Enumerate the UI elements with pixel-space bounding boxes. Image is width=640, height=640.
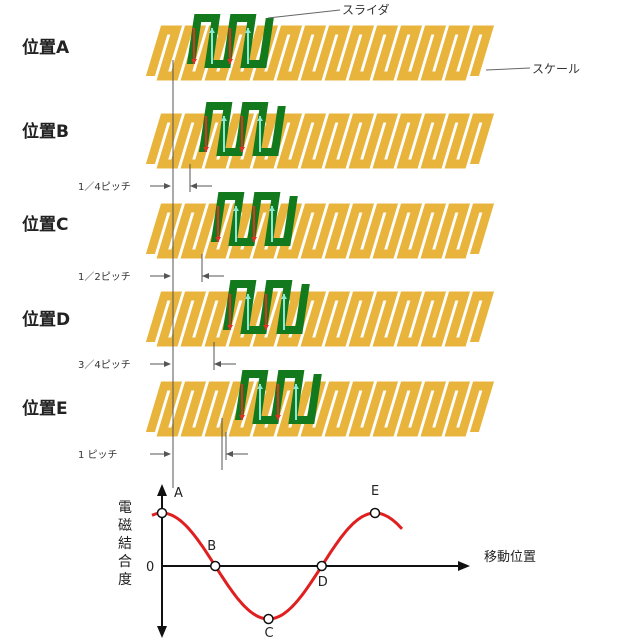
arrow-head — [257, 384, 263, 389]
y-axis-char: 結 — [118, 536, 132, 552]
arrow-head — [245, 294, 251, 299]
scale-callout-label: スケール — [532, 62, 580, 76]
pitch-arrow-head — [164, 451, 171, 457]
x-axis-label: 移動位置 — [484, 550, 536, 565]
y-axis-char: 電 — [118, 500, 132, 516]
graph-point-d — [316, 560, 327, 572]
scale-meander — [145, 291, 495, 347]
y-axis-arrow-down — [157, 626, 167, 638]
position-label: 位置A — [22, 37, 70, 58]
y-axis-arrow-up — [157, 484, 167, 496]
graph-point-label: D — [318, 575, 328, 590]
pitch-label: 1／2ピッチ — [78, 271, 131, 283]
arrow-head — [239, 147, 245, 152]
y-axis-char: 合 — [118, 554, 132, 570]
arrow-head — [293, 384, 299, 389]
y-axis-char: 度 — [118, 572, 132, 588]
arrow-head — [227, 59, 233, 64]
pitch-arrow-head — [190, 183, 197, 189]
arrow-head — [251, 237, 257, 242]
coupling-curve — [151, 511, 404, 621]
zero-label: 0 — [146, 560, 154, 575]
position-label: 位置D — [22, 309, 70, 330]
scale-meander — [145, 113, 495, 169]
arrow-head — [275, 415, 281, 420]
arrow-head — [215, 237, 221, 242]
pitch-arrow-head — [164, 361, 171, 367]
position-row: 位置C 1／2ピッチ — [22, 192, 495, 283]
arrow-head — [227, 325, 233, 330]
graph-point-c — [263, 613, 274, 625]
position-row: 位置D 3／4ピッチ — [22, 280, 495, 371]
pitch-label: 1／4ピッチ — [78, 181, 131, 193]
graph-point-b — [210, 560, 221, 572]
arrow-head — [269, 206, 275, 211]
graph-point-a — [156, 507, 168, 519]
position-row: 位置A — [22, 14, 495, 81]
graph-point-label: A — [174, 486, 183, 501]
arrow-head — [221, 116, 227, 121]
arrow-head — [203, 147, 209, 152]
graph-point-label: C — [265, 626, 274, 640]
scale-meander — [145, 25, 495, 81]
pitch-arrow-head — [214, 361, 221, 367]
scale-meander — [145, 381, 495, 437]
arrow-head — [191, 59, 197, 64]
arrow-head — [263, 325, 269, 330]
position-label: 位置C — [22, 214, 68, 235]
graph-point-label: B — [207, 539, 216, 554]
x-axis-arrow — [458, 561, 470, 571]
position-label: 位置E — [22, 398, 68, 419]
scale-callout: スケール — [485, 62, 580, 76]
slider-callout: スライダ — [267, 2, 390, 19]
y-axis-char: 磁 — [118, 518, 132, 534]
position-row: 位置E 1 ピッチ — [22, 370, 495, 461]
position-row: 位置B 1／4ピッチ — [22, 102, 495, 193]
pitch-arrow-head — [164, 273, 171, 279]
pitch-arrow-head — [164, 183, 171, 189]
arrow-head — [233, 206, 239, 211]
arrow-head — [239, 415, 245, 420]
scale-meander — [145, 203, 495, 259]
position-label: 位置B — [22, 121, 69, 142]
arrow-head — [209, 28, 215, 33]
arrow-head — [245, 28, 251, 33]
slider-callout-label: スライダ — [342, 2, 390, 17]
graph-point-e — [369, 507, 381, 519]
pitch-label: 3／4ピッチ — [78, 359, 131, 371]
graph-points: A B C D E — [156, 484, 381, 640]
arrow-head — [281, 294, 287, 299]
arrow-head — [257, 116, 263, 121]
graph-point-label: E — [371, 484, 379, 499]
pitch-arrow-head — [226, 451, 233, 457]
pitch-arrow-head — [202, 273, 209, 279]
pitch-label: 1 ピッチ — [78, 449, 118, 461]
